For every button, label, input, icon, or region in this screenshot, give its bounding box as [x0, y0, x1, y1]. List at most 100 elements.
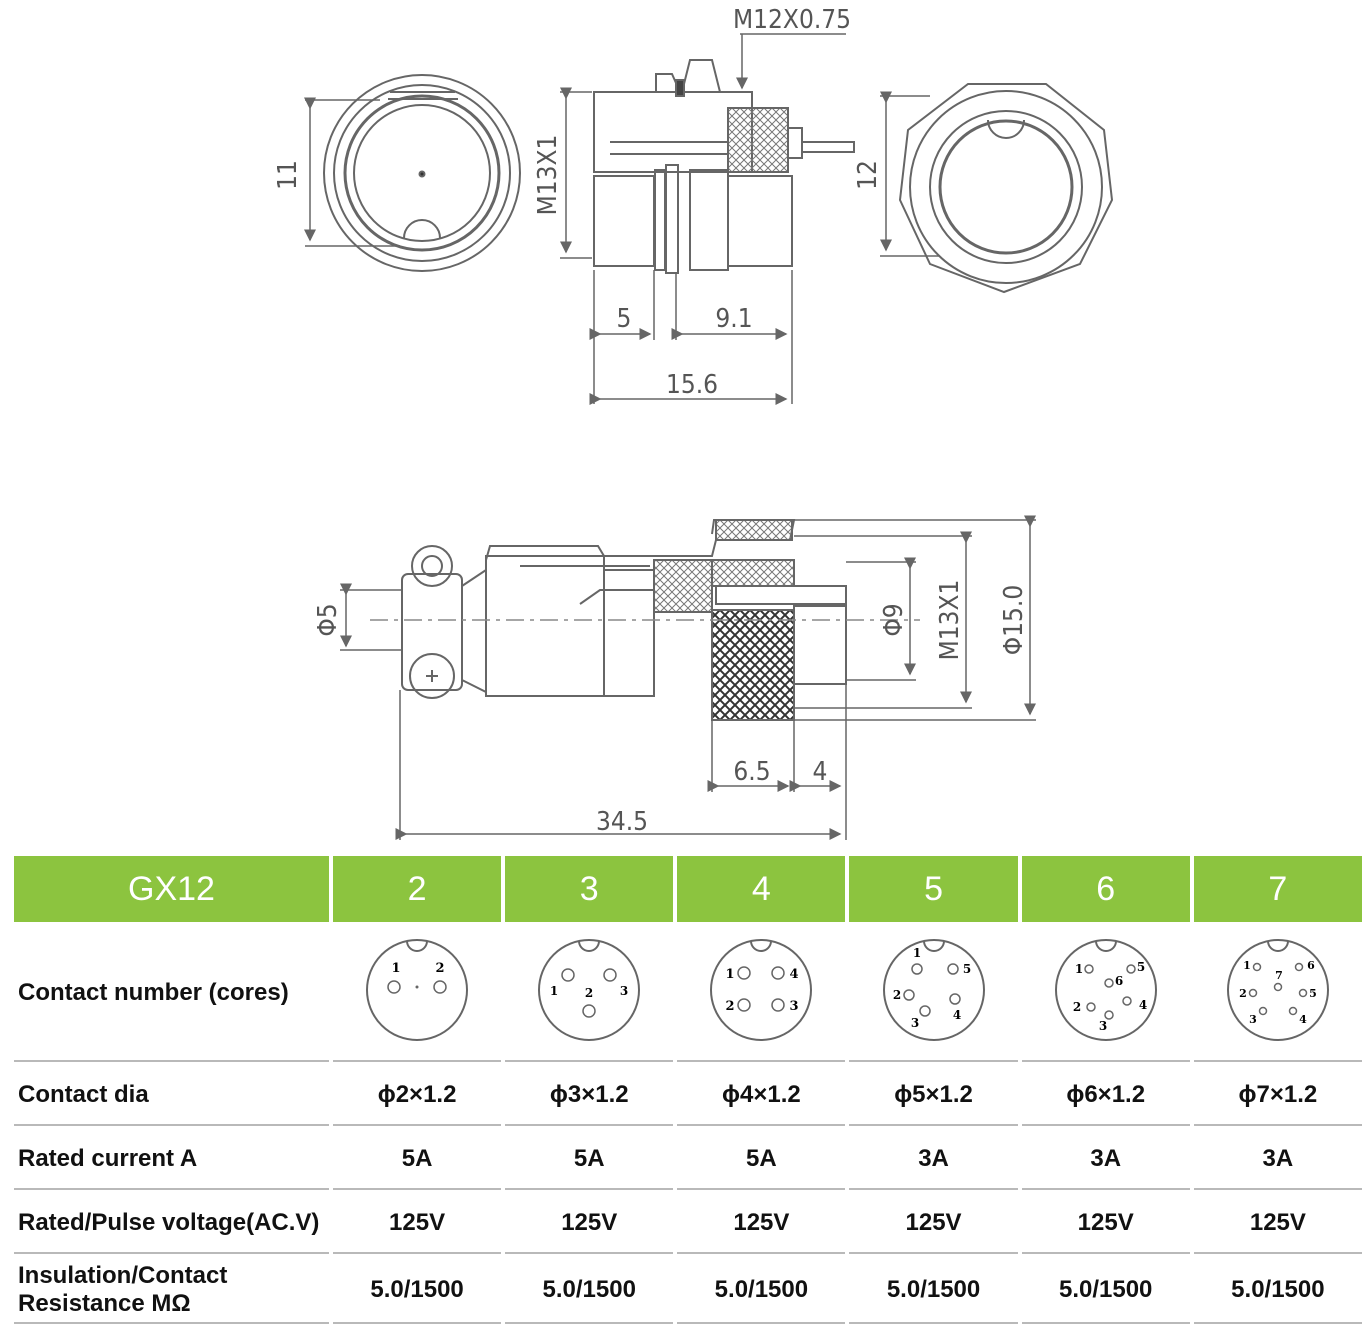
table-cell: 125V [1193, 1194, 1362, 1254]
dimension-lengths-top [589, 270, 793, 405]
row-label-insulation-line1: Insulation/Contact [18, 1262, 228, 1289]
plug-side-view [401, 519, 847, 721]
pinout-2: 1 2 [333, 926, 502, 1062]
header-pins-6: 6 [1021, 856, 1190, 922]
row-label-insulation-line2: Resistance MΩ [18, 1290, 191, 1317]
table-cell: 5.0/1500 [333, 1258, 502, 1324]
pin2-label-1: 1 [392, 961, 401, 976]
pin3-label-1: 1 [550, 984, 558, 998]
dimension-body-thread [560, 87, 592, 259]
table-cell: 125V [849, 1194, 1018, 1254]
pin6-label-5: 5 [1137, 960, 1145, 974]
pin2-label-2: 2 [436, 961, 445, 976]
dim-plug-len-total-label: 34.5 [596, 807, 648, 837]
table-cell: 125V [677, 1194, 846, 1254]
pin5-label-3: 3 [910, 1016, 918, 1030]
header-pins-2: 2 [333, 856, 502, 922]
table-row: Rated/Pulse voltage(AC.V) 125V 125V 125V… [14, 1194, 1362, 1254]
table-cell: 5.0/1500 [677, 1258, 846, 1324]
table-row: Contact number (cores) 1 2 1 2 3 [14, 926, 1362, 1062]
row-label-contact-number: Contact number (cores) [14, 926, 329, 1062]
pin6-label-3: 3 [1099, 1019, 1107, 1033]
dim-outer-dia-label: Φ15.0 [999, 585, 1029, 655]
table-cell: 3A [849, 1130, 1018, 1190]
pin5-label-2: 2 [892, 988, 900, 1002]
front-view-socket [323, 74, 521, 272]
header-pins-4: 4 [677, 856, 846, 922]
pin6-label-1: 1 [1075, 962, 1083, 976]
pin6-label-6: 6 [1115, 974, 1123, 988]
table-cell: 5.0/1500 [849, 1258, 1018, 1324]
dim-inner-dia-label: Φ9 [879, 603, 909, 636]
pin7-label-6: 6 [1307, 959, 1315, 972]
technical-drawing: 11 M12X0.75 M13X1 5 9.1 15.6 [273, 5, 1114, 840]
table-cell: ϕ2×1.2 [333, 1066, 502, 1126]
dimension-cable-dia [340, 583, 402, 651]
table-cell: ϕ6×1.2 [1021, 1066, 1190, 1126]
row-label-rated-current: Rated current A [14, 1130, 329, 1190]
table-cell: 5.0/1500 [1021, 1258, 1190, 1324]
pin7-label-2: 2 [1239, 987, 1247, 1000]
pin4-label-4: 4 [790, 967, 799, 982]
table-header-row: GX12 2 3 4 5 6 7 [14, 856, 1362, 922]
pin3-label-2: 2 [585, 986, 593, 1000]
pinout-7: 1 2 3 4 5 6 7 [1193, 926, 1362, 1062]
table-cell: 5A [677, 1130, 846, 1190]
pin4-label-1: 1 [726, 967, 735, 982]
pin7-label-7: 7 [1275, 969, 1283, 982]
pin5-label-4: 4 [952, 1008, 960, 1022]
dim-len-total-label: 15.6 [666, 370, 718, 400]
dim-right-dia-label: 12 [853, 160, 883, 190]
pin4-label-2: 2 [726, 999, 735, 1014]
table-cell: ϕ3×1.2 [505, 1066, 674, 1126]
table-cell: 125V [1021, 1194, 1190, 1254]
table-cell: ϕ7×1.2 [1193, 1066, 1362, 1126]
pin7-label-1: 1 [1243, 959, 1251, 972]
dim-len-b-label: 9.1 [715, 304, 752, 334]
table-cell: 125V [505, 1194, 674, 1254]
table-cell: 3A [1193, 1130, 1362, 1190]
pinout-3: 1 2 3 [505, 926, 674, 1062]
dim-plug-thread-label: M13X1 [935, 580, 965, 661]
header-pins-5: 5 [849, 856, 1018, 922]
pin3-label-3: 3 [620, 984, 628, 998]
table-row: Rated current A 5A 5A 5A 3A 3A 3A [14, 1130, 1362, 1190]
pin7-label-3: 3 [1249, 1013, 1257, 1026]
table-cell: 5A [333, 1130, 502, 1190]
pin5-label-5: 5 [962, 962, 970, 976]
pin7-label-4: 4 [1299, 1013, 1307, 1026]
pin6-label-4: 4 [1139, 998, 1147, 1012]
dim-plug-len-a-label: 6.5 [733, 757, 770, 787]
rear-view-socket [898, 83, 1114, 294]
table-cell: ϕ4×1.2 [677, 1066, 846, 1126]
table-cell: 3A [1021, 1130, 1190, 1190]
row-label-contact-dia: Contact dia [14, 1066, 329, 1126]
header-pins-7: 7 [1193, 856, 1362, 922]
side-view-socket [593, 59, 855, 274]
pinout-5: 1 2 3 4 5 [849, 926, 1018, 1062]
pinout-6: 1 2 3 4 5 6 [1021, 926, 1190, 1062]
header-model: GX12 [14, 856, 329, 922]
dimension-left-dia [304, 97, 400, 247]
dimension-right-dia [880, 91, 940, 257]
dim-body-thread-label: M13X1 [533, 135, 563, 216]
dim-left-dia-label: 11 [273, 160, 303, 190]
row-label-rated-voltage: Rated/Pulse voltage(AC.V) [14, 1194, 329, 1254]
table-cell: 125V [333, 1194, 502, 1254]
pin4-label-3: 3 [790, 999, 799, 1014]
pin7-label-5: 5 [1309, 987, 1317, 1000]
table-cell: 5.0/1500 [505, 1258, 674, 1324]
dim-thread-label: M12X0.75 [733, 5, 851, 35]
table-cell: 5A [505, 1130, 674, 1190]
spec-table: GX12 2 3 4 5 6 7 Contact number (cores) … [10, 852, 1366, 1328]
pin6-label-2: 2 [1073, 1000, 1081, 1014]
pin5-label-1: 1 [912, 946, 920, 960]
dim-cable-dia-label: Φ5 [313, 603, 343, 636]
dim-len-a-label: 5 [617, 304, 632, 334]
header-pins-3: 3 [505, 856, 674, 922]
table-cell: ϕ5×1.2 [849, 1066, 1018, 1126]
dim-plug-len-b-label: 4 [813, 757, 828, 787]
dimension-plug-right [794, 515, 1036, 721]
